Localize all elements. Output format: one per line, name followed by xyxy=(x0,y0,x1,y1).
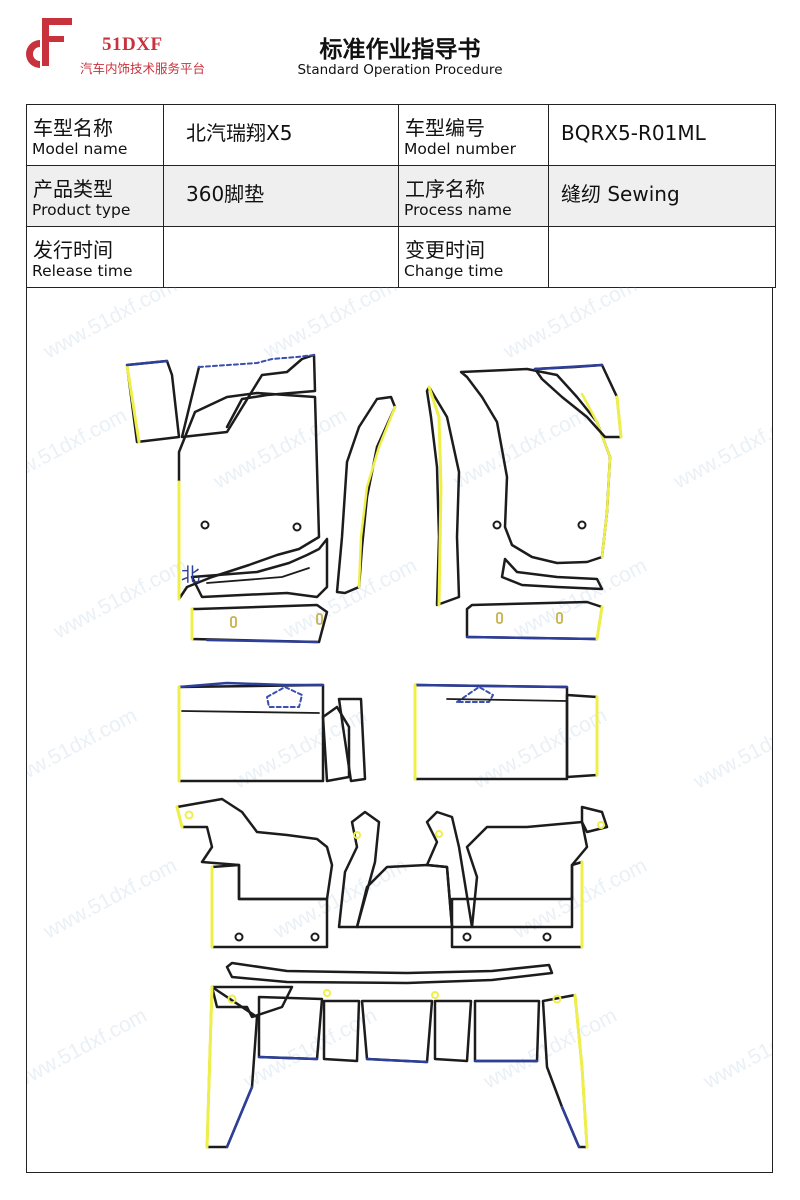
value-cell: 缝纫 Sewing xyxy=(548,165,776,227)
label-zh: 变更时间 xyxy=(405,238,485,262)
value-cell: 北汽瑞翔X5 xyxy=(163,104,399,166)
value-cell: BQRX5-R01ML xyxy=(548,104,776,166)
front-left-mat-pattern: 北 xyxy=(125,353,397,644)
info-row-time: 发行时间 Release time 变更时间 Change time xyxy=(26,226,776,288)
document-header: 51DXF 汽车内饰技术服务平台 标准作业指导书 Standard Operat… xyxy=(0,0,800,100)
label-cell: 车型名称 Model name xyxy=(26,104,164,166)
front-right-mat-pattern xyxy=(425,363,623,641)
info-row-product: 产品类型 Product type 360脚垫 工序名称 Process nam… xyxy=(26,165,776,227)
process-name-value: 缝纫 Sewing xyxy=(561,182,680,206)
label-en: Product type xyxy=(32,201,131,219)
label-cell: 工序名称 Process name xyxy=(398,165,549,227)
label-zh: 产品类型 xyxy=(33,177,113,201)
release-time-value xyxy=(164,227,398,243)
label-en: Model name xyxy=(32,140,128,158)
brand-tagline: 汽车内饰技术服务平台 xyxy=(80,61,206,76)
label-cell: 发行时间 Release time xyxy=(26,226,164,288)
label-en: Process name xyxy=(404,201,512,219)
info-table: 车型名称 Model name 北汽瑞翔X5 车型编号 Model number… xyxy=(26,104,776,288)
brand-name: 51DXF xyxy=(102,34,163,55)
brand-logo[interactable]: 51DXF 汽车内饰技术服务平台 xyxy=(22,16,262,86)
pattern-annotation: 北 xyxy=(181,564,200,586)
label-zh: 车型名称 xyxy=(33,116,113,140)
label-en: Release time xyxy=(32,262,133,280)
value-cell xyxy=(548,226,776,288)
label-cell: 产品类型 Product type xyxy=(26,165,164,227)
value-cell xyxy=(163,226,399,288)
product-type-value: 360脚垫 xyxy=(186,182,265,206)
label-en: Change time xyxy=(404,262,504,280)
info-row-model: 车型名称 Model name 北汽瑞翔X5 车型编号 Model number… xyxy=(26,104,776,166)
document-title: 标准作业指导书 xyxy=(319,37,481,63)
label-en: Model number xyxy=(404,140,516,158)
logo-mark-icon xyxy=(26,18,72,68)
label-zh: 车型编号 xyxy=(405,116,485,140)
label-zh: 工序名称 xyxy=(405,177,485,201)
floor-mat-pattern-drawing: 北 xyxy=(125,353,623,1149)
label-cell: 变更时间 Change time xyxy=(398,226,549,288)
model-number-value: BQRX5-R01ML xyxy=(561,121,706,145)
rear-mat-pattern xyxy=(175,681,609,1149)
label-cell: 车型编号 Model number xyxy=(398,104,549,166)
change-time-value xyxy=(549,227,775,243)
value-cell: 360脚垫 xyxy=(163,165,399,227)
label-zh: 发行时间 xyxy=(33,238,113,262)
document-subtitle: Standard Operation Procedure xyxy=(297,62,503,78)
model-name-value: 北汽瑞翔X5 xyxy=(186,121,293,145)
